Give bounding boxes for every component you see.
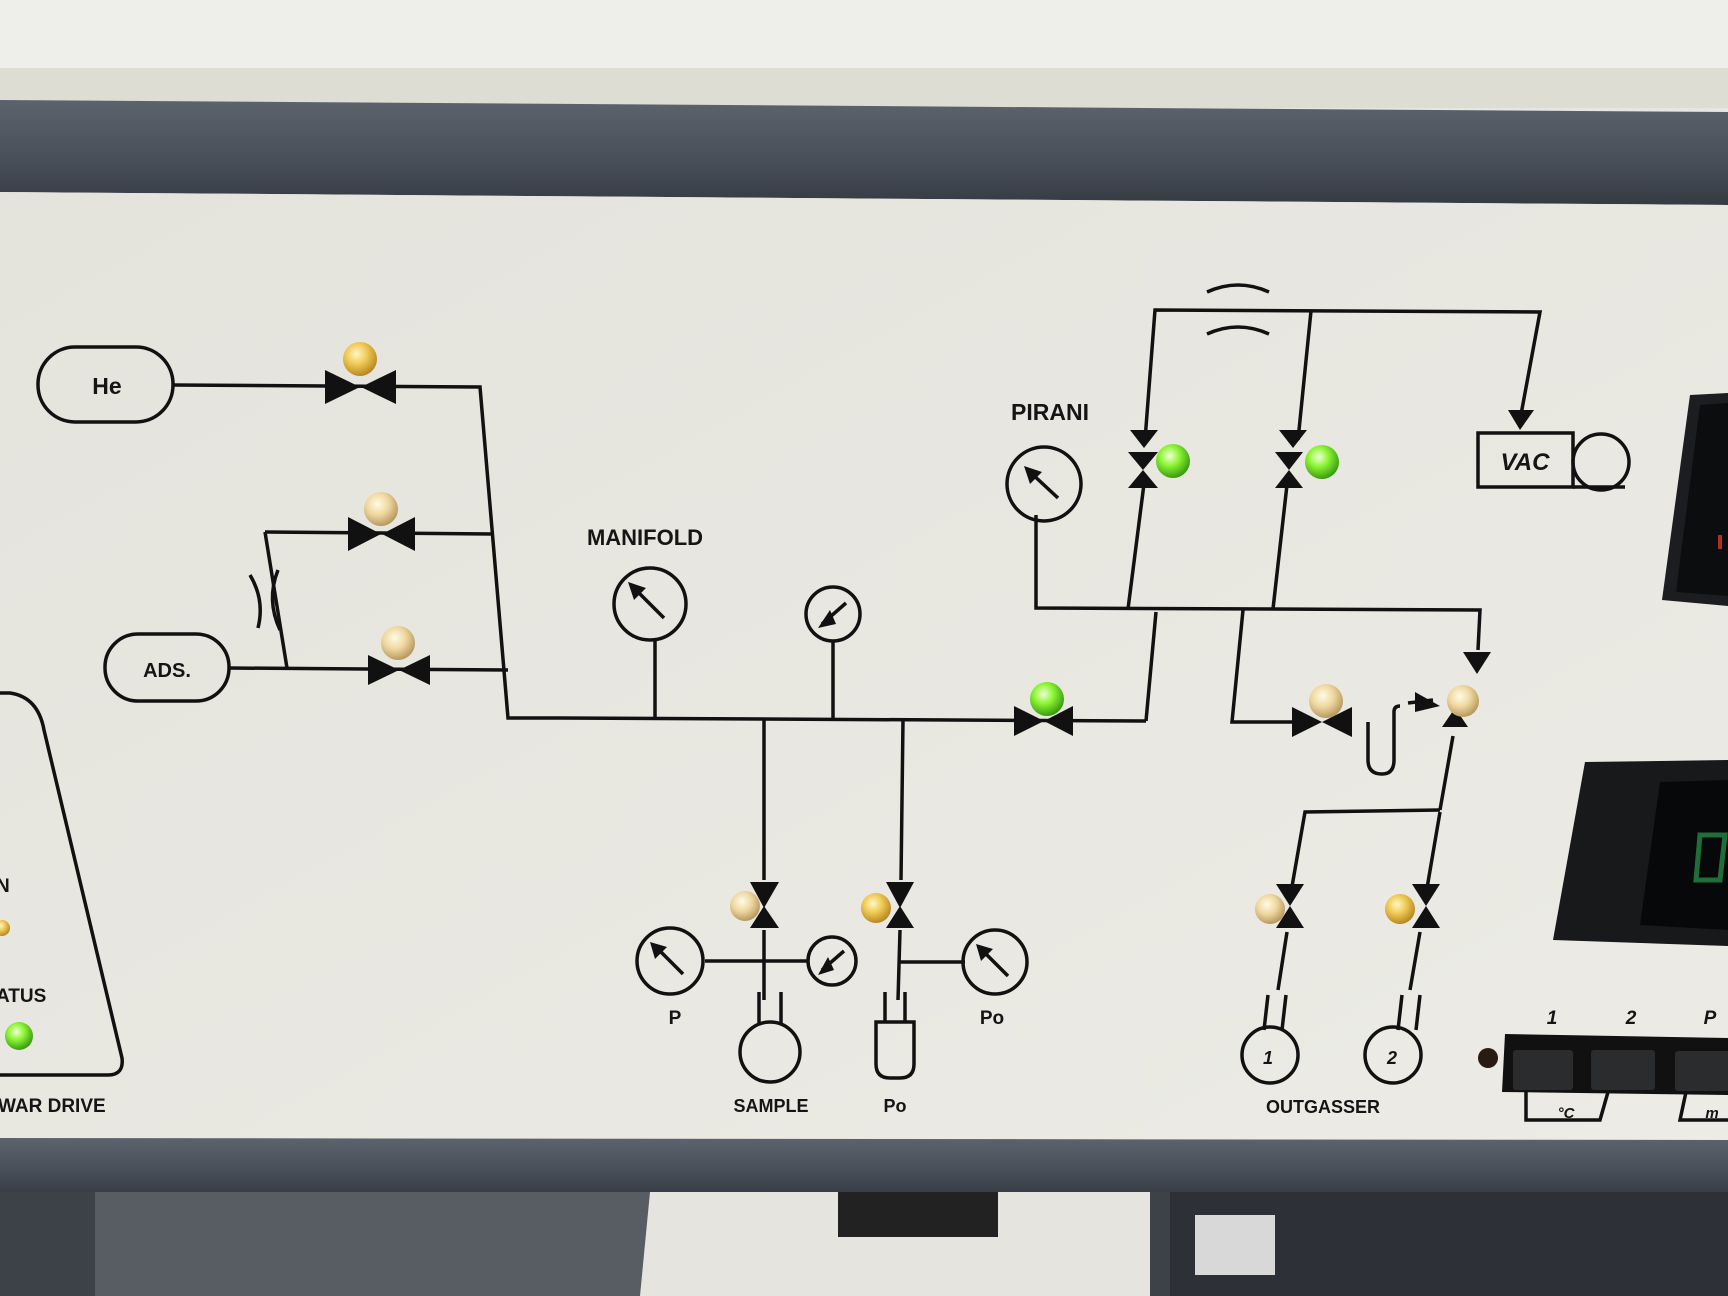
- flow-arrows: [1130, 410, 1534, 727]
- small-gauge: [804, 585, 862, 643]
- lower-display-window: [1553, 760, 1728, 946]
- label-left-partial-drive: WAR DRIVE: [0, 1096, 106, 1117]
- led-po-valve: [861, 893, 891, 923]
- label-vac: VAC: [1501, 449, 1551, 476]
- valve-outgasser-2: [1412, 884, 1440, 928]
- valve-outgasser-1: [1276, 884, 1304, 928]
- label-pirani: PIRANI: [1011, 399, 1089, 425]
- label-he: He: [92, 373, 121, 399]
- outgasser-flask-2: 2: [1363, 994, 1423, 1085]
- ads-source-box: [103, 632, 231, 703]
- dewar-housing: [640, 1192, 1150, 1296]
- led-vac-valve-2: [1305, 445, 1339, 479]
- button-row-led: [1478, 1048, 1498, 1068]
- lower-display-digit: [1693, 832, 1728, 883]
- gauge-po: [961, 928, 1029, 996]
- led-vac-valve-1: [1156, 444, 1190, 478]
- label-left-partial-n: N: [0, 876, 10, 897]
- label-sample: SAMPLE: [733, 1096, 808, 1116]
- valve-ads-upper: [348, 517, 415, 551]
- label-button-2: 2: [1625, 1008, 1637, 1029]
- valve-vac-1: [1128, 452, 1158, 488]
- he-source-box: [36, 345, 175, 424]
- valve-ads: [368, 655, 430, 685]
- label-manifold: MANIFOLD: [587, 525, 703, 550]
- sample-flask: [738, 992, 802, 1084]
- led-outgasser-1-valve: [1255, 894, 1285, 924]
- lower-right-label: [1195, 1215, 1275, 1275]
- valve-he: [325, 370, 396, 404]
- led-he-valve: [343, 342, 377, 376]
- led-trap-outlet: [1447, 685, 1479, 717]
- po-tube: [874, 992, 916, 1080]
- valve-trap: [1292, 707, 1352, 737]
- led-ads-upper-valve: [364, 492, 398, 526]
- label-outgasser: OUTGASSER: [1266, 1097, 1380, 1117]
- dewar-drive-box: [0, 691, 124, 1077]
- label-po-bottom: Po: [883, 1096, 906, 1116]
- led-sample-valve: [730, 891, 760, 921]
- valve-vac-2: [1275, 452, 1303, 488]
- lower-cabinet-door: [95, 1192, 655, 1296]
- cold-trap-symbol: [1366, 704, 1401, 776]
- vac-pump: [1476, 431, 1631, 492]
- button-row: [1478, 1034, 1728, 1122]
- gauge-sample-small: [806, 935, 858, 987]
- label-button-1: 1: [1547, 1008, 1558, 1029]
- gauge-p: [635, 926, 705, 996]
- top-bezel: [0, 100, 1728, 205]
- label-outgasser-2: 2: [1386, 1048, 1397, 1068]
- valve-po: [886, 882, 914, 928]
- valve-sample: [750, 882, 779, 928]
- wall-background: [0, 0, 1728, 80]
- label-unit-c: °C: [1558, 1105, 1576, 1122]
- led-manifold-vac-valve: [1030, 682, 1064, 716]
- outgasser-flask-1: 1: [1240, 994, 1300, 1085]
- upper-display-window: [1662, 393, 1728, 606]
- label-outgasser-1: 1: [1263, 1048, 1273, 1068]
- led-trap-valve: [1309, 684, 1343, 718]
- restrictor-symbols: [248, 283, 1270, 631]
- label-unit-m: m: [1705, 1105, 1718, 1122]
- button-2[interactable]: [1591, 1050, 1655, 1090]
- housing-latch: [838, 1192, 998, 1237]
- led-indicators: [343, 342, 1479, 924]
- valves: [325, 370, 1440, 928]
- led-outgasser-2-valve: [1385, 894, 1415, 924]
- bottom-bezel: [0, 1138, 1728, 1195]
- indicator-status-green: [5, 1022, 33, 1050]
- label-left-partial-status: ATUS: [0, 986, 46, 1007]
- label-ads: ADS.: [143, 660, 191, 682]
- upper-display-digit-glow: [1718, 535, 1722, 549]
- label-button-p: P: [1704, 1008, 1717, 1029]
- panel-face: [0, 192, 1728, 1140]
- label-p: P: [669, 1008, 682, 1029]
- valve-manifold-vac: [1014, 706, 1073, 736]
- indicator-left-partial-amber: [0, 920, 10, 936]
- led-ads-valve: [381, 626, 415, 660]
- top-cover: [0, 68, 1728, 108]
- button-1[interactable]: [1513, 1050, 1573, 1090]
- manifold-gauge: [612, 566, 688, 642]
- label-po-right: Po: [980, 1008, 1004, 1029]
- button-p[interactable]: [1675, 1051, 1728, 1091]
- pirani-gauge: [1005, 445, 1083, 523]
